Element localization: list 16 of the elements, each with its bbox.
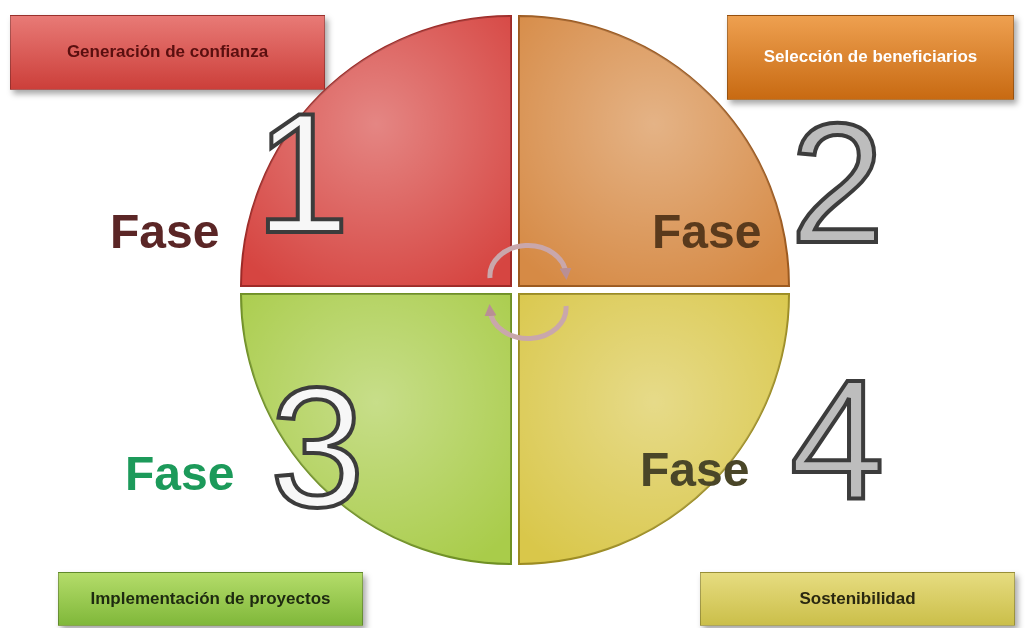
phase-number: 4 — [790, 355, 885, 525]
phase-word: Fase — [110, 208, 220, 256]
phase-number: 1 — [255, 88, 350, 258]
phase-label-box — [58, 572, 363, 626]
phase-label-box — [727, 15, 1014, 100]
phase-word: Fase — [125, 450, 235, 498]
box-text: Implementación de proyectos — [90, 588, 331, 610]
curved-arrow — [485, 304, 569, 341]
box-text: Generación de confianza — [66, 42, 269, 63]
phase-word: Fase — [652, 208, 762, 256]
phase-label-box — [10, 15, 325, 90]
phase-label-box — [700, 572, 1015, 626]
box-text: Selección de beneficiarios — [763, 47, 978, 68]
curved-arrow — [487, 243, 571, 280]
phase-number: 2 — [790, 98, 885, 268]
box-text: Sostenibilidad — [799, 588, 916, 610]
